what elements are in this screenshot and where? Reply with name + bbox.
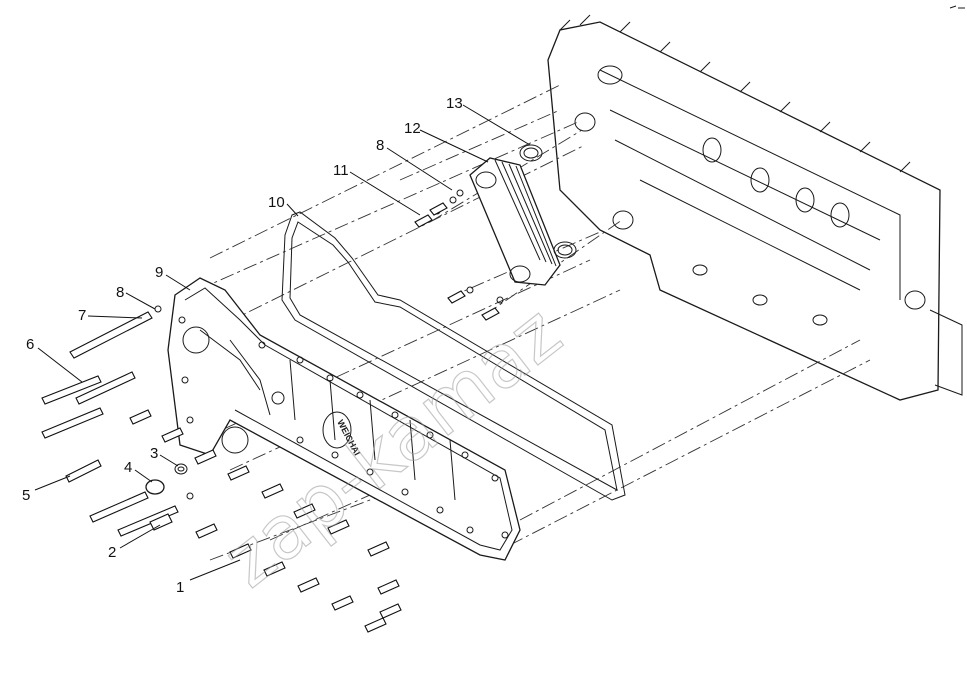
o-rings: [519, 144, 577, 259]
leader-lines: [34, 104, 531, 581]
callout-2: 2: [108, 544, 116, 561]
callout-5: 5: [22, 487, 30, 504]
cooler-screws: [414, 189, 504, 321]
corner-mark-icon: [949, 5, 965, 9]
long-stud: [69, 305, 162, 359]
callout-7: 7: [78, 307, 86, 324]
oil-cooler-cover: WEICHAI: [167, 277, 521, 561]
callout-9: 9: [155, 264, 163, 281]
engine-block: [547, 14, 963, 401]
callout-13: 13: [446, 95, 463, 112]
callout-4: 4: [124, 459, 132, 476]
plug-and-washer: [145, 463, 194, 500]
oil-cooler-core: [469, 157, 561, 286]
callout-labels: 1 2 3 4 5 6 7 8 8 9 10 11 12 13: [22, 95, 463, 596]
callout-10: 10: [268, 194, 285, 211]
callout-8b: 8: [376, 137, 384, 154]
callout-8a: 8: [116, 284, 124, 301]
callout-3: 3: [150, 445, 158, 462]
callout-6: 6: [26, 336, 34, 353]
callout-12: 12: [404, 120, 421, 137]
callout-1: 1: [176, 579, 184, 596]
cover-bolts: [41, 371, 402, 633]
callout-11: 11: [333, 162, 349, 179]
gasket: [281, 211, 626, 501]
